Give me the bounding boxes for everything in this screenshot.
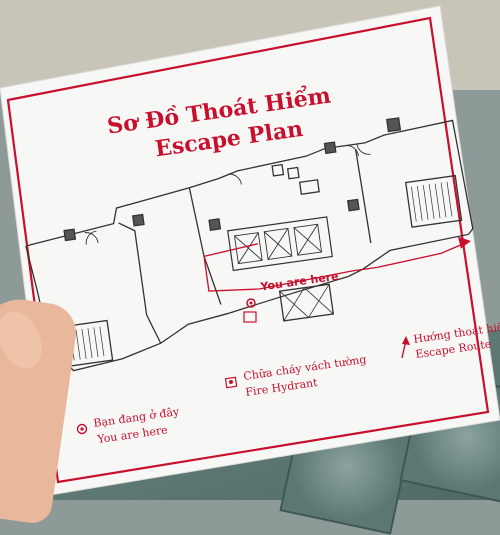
stairwell-right [405, 174, 463, 228]
column [208, 218, 222, 231]
escape-route [203, 236, 471, 292]
door-swing [84, 232, 99, 244]
escape-route-line [203, 243, 258, 257]
fire-hydrant-icon [224, 376, 238, 389]
escape-plan-sheet: Sơ Đồ Thoát Hiểm Escape Plan [0, 5, 500, 496]
fixture [298, 179, 320, 195]
door-swing [356, 143, 371, 155]
column [63, 228, 77, 242]
elevator-shaft [233, 232, 263, 265]
fire-hydrant-marker [243, 311, 257, 323]
column [346, 198, 360, 212]
door-swing [85, 230, 97, 245]
fixture [271, 163, 285, 177]
you-are-here-icon [76, 423, 88, 435]
column [131, 213, 145, 227]
door-swing [344, 145, 360, 156]
fixture [286, 166, 300, 180]
outer-wall [25, 119, 474, 372]
you-are-here-marker [246, 298, 256, 308]
escape-route-arrow [458, 236, 471, 249]
elevator-shaft [293, 223, 323, 256]
elevator-shaft [263, 227, 293, 260]
door-swing [227, 173, 242, 185]
escape-route-arrow-icon [402, 336, 410, 345]
inner-wall [354, 149, 372, 244]
escape-route-line [203, 240, 470, 292]
column [386, 117, 402, 133]
inner-wall [118, 222, 162, 344]
column [323, 141, 337, 155]
